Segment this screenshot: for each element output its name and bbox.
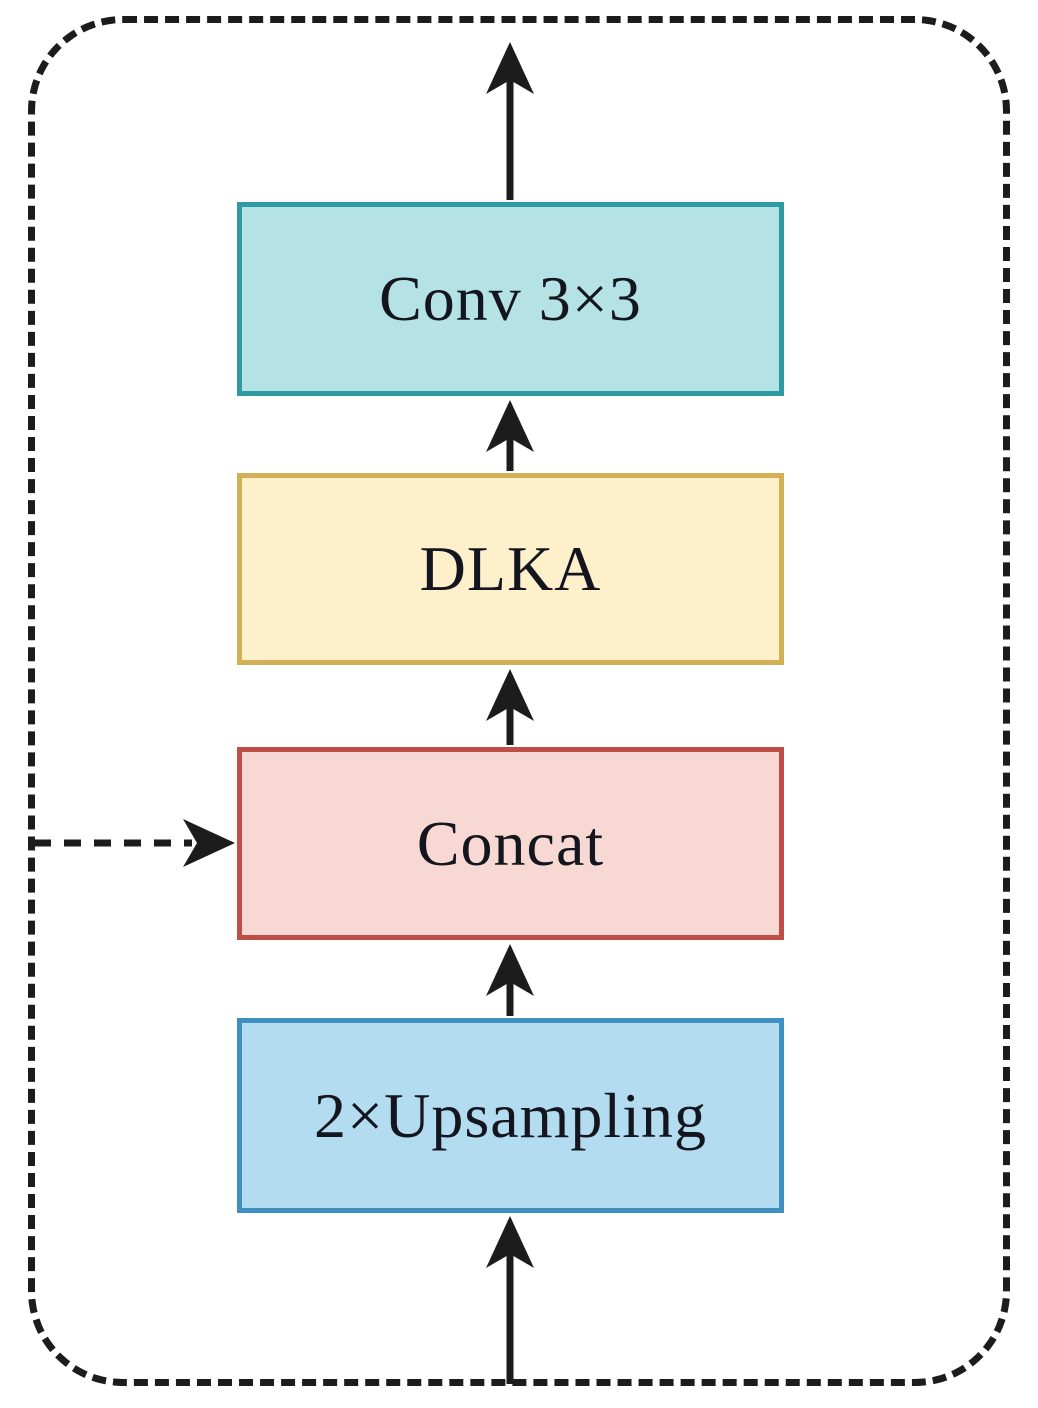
dashed-arrow-right-icon	[34, 819, 235, 867]
block-2x-upsampling: 2×Upsampling	[237, 1018, 784, 1213]
dashed-outline-border	[28, 16, 1010, 1386]
block-label: DLKA	[419, 533, 602, 604]
block-label: Conv 3×3	[379, 263, 642, 334]
block-label: Concat	[416, 807, 605, 879]
arrow-up-icon	[486, 400, 534, 471]
arrow-up-icon	[486, 1216, 534, 1384]
block-conv-3x3: Conv 3×3	[237, 202, 784, 396]
arrow-up-icon	[486, 944, 534, 1016]
block-dlka: DLKA	[237, 473, 784, 665]
arrow-up-icon	[486, 669, 534, 745]
block-concat: Concat	[237, 747, 784, 940]
block-label: 2×Upsampling	[314, 1079, 707, 1151]
arrow-up-icon	[486, 42, 534, 200]
